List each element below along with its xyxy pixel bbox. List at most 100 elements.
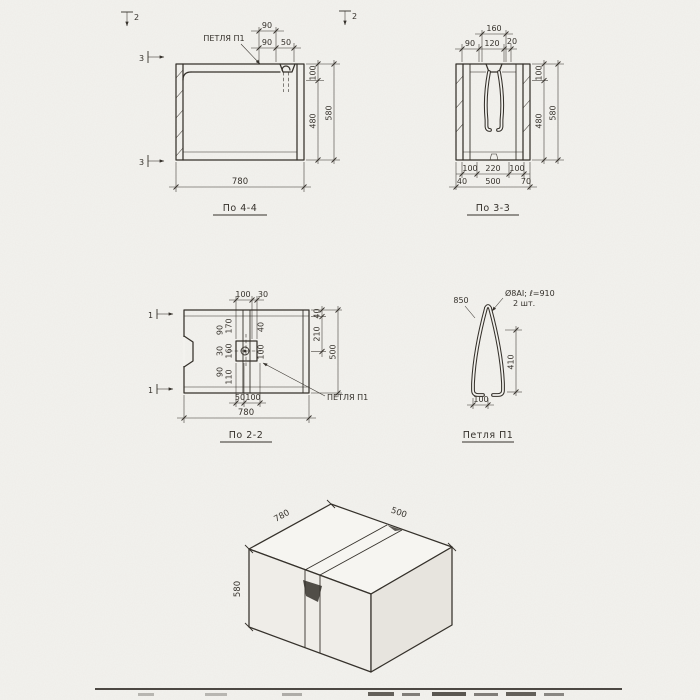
dim-label: 580 — [233, 581, 243, 597]
illegible-text-fragments — [138, 692, 564, 696]
bottom-notch — [489, 153, 499, 161]
loop-callout-4-4: ПЕТЛЯ П1 — [203, 34, 261, 65]
dim-label: 120 — [484, 39, 499, 48]
dim-label: 40 — [313, 308, 322, 318]
section-marker-2-left: 2 — [121, 11, 139, 27]
dim-right-3-3: 100 480 580 — [532, 60, 564, 164]
block-outline-4-4 — [175, 63, 305, 161]
keyway-hole-front — [303, 580, 322, 602]
dim-label: 110 — [225, 369, 234, 384]
dim-label: 220 — [485, 164, 500, 173]
section-4-4-view: 90 90 50 ПЕТЛЯ П1 100 480 580 — [121, 10, 357, 216]
dim-label: 170 — [225, 318, 234, 333]
section-marker-label: 2 — [134, 13, 139, 22]
loop-wire — [471, 304, 505, 397]
view-title: Петля П1 — [463, 430, 514, 441]
dim-label: 480 — [535, 113, 544, 128]
dim-label: 90 — [216, 325, 225, 335]
dim-label: 30 — [216, 346, 225, 356]
dim-bottom-3-3: 100 220 100 40 500 70 — [449, 162, 537, 190]
dim-label: 500 — [485, 177, 500, 186]
dim-label: 500 — [329, 344, 338, 359]
dim-label: 100 — [509, 164, 524, 173]
section-marker-3-top: 3 — [139, 51, 165, 63]
wall-hatching — [455, 75, 531, 133]
dim-label: 100 — [473, 395, 488, 404]
dim-top-2-2: 100 30 — [229, 290, 268, 339]
dim-label: 100 — [462, 164, 477, 173]
dim-label: 410 — [507, 354, 516, 369]
loop-p1-detail: 410 100 850 Ø8АI; ℓ=910 2 шт. Петля П1 — [453, 288, 555, 443]
dim-label: 70 — [521, 177, 531, 186]
view-title: По 2-2 — [229, 430, 264, 441]
loop-p1-section — [483, 70, 505, 132]
loop-p1-shape — [281, 65, 291, 71]
section-3-3-view: 160 90 120 20 100 480 — [449, 24, 564, 216]
dim-top-3-3: 160 90 120 20 — [455, 24, 517, 62]
dim-label: 100 — [535, 65, 544, 80]
section-marker-label: 3 — [139, 54, 144, 63]
keyway-notch — [485, 63, 503, 73]
dim-label: 90 — [262, 38, 272, 47]
dim-label: 100 — [309, 65, 318, 80]
keyway-notch — [279, 63, 296, 73]
loop-label: ПЕТЛЯ П1 — [327, 393, 368, 402]
dim-top-90: 90 90 50 — [251, 21, 301, 62]
section-2-2-view: 100 30 170 160 110 90 30 90 40 100 40 21… — [148, 290, 368, 443]
isometric-view: 780 500 580 — [233, 499, 457, 673]
dim-label: 90 — [216, 367, 225, 377]
dim-label: 50 — [235, 393, 245, 402]
dim-label: 850 — [453, 296, 468, 305]
dim-label: 780 — [238, 408, 254, 418]
view-title-3-3: По 3-3 — [467, 203, 519, 216]
dim-label: 30 — [258, 290, 268, 299]
rebar-spec: Ø8АI; ℓ=910 — [505, 288, 555, 298]
dim-label: 160 — [486, 24, 501, 33]
dim-bottom-4-4: 780 — [169, 162, 311, 192]
rebar-quantity: 2 шт. — [513, 299, 535, 308]
dim-label: 100 — [257, 344, 266, 359]
dim-label: 100 — [235, 290, 250, 299]
dim-loop-base: 100 — [467, 395, 494, 409]
dim-label: 210 — [313, 326, 322, 341]
dim-label: 20 — [507, 37, 517, 46]
dim-label: 580 — [549, 105, 558, 120]
dim-right-2-2: 40 210 500 — [311, 306, 342, 397]
side-keyway-notch — [183, 335, 194, 368]
dim-label: 90 — [262, 21, 272, 30]
dim-label: 580 — [325, 105, 334, 120]
block-outline-3-3 — [455, 63, 531, 161]
dim-inner-2-2: 170 160 110 90 30 90 40 100 — [216, 318, 266, 384]
view-title: По 3-3 — [476, 203, 511, 214]
dim-label: 50 — [281, 38, 291, 47]
dim-bottom-2-2: 50 100 780 — [177, 363, 316, 423]
dim-label: 160 — [225, 343, 234, 358]
section-marker-3-bottom: 3 — [139, 155, 165, 167]
dim-loop-height: 410 — [505, 326, 522, 396]
dim-right-4-4: 100 480 580 — [306, 60, 340, 164]
view-title-2-2: По 2-2 — [220, 430, 272, 443]
title-block-edge — [95, 688, 622, 696]
loop-label: ПЕТЛЯ П1 — [203, 34, 244, 43]
wall-hatching — [175, 69, 184, 157]
dim-label: 90 — [465, 39, 475, 48]
section-marker-2-right: 2 — [339, 10, 357, 26]
section-marker-1-bottom: 1 — [148, 384, 174, 395]
view-title: По 4-4 — [223, 203, 258, 214]
section-marker-label: 1 — [148, 311, 153, 320]
section-marker-label: 1 — [148, 386, 153, 395]
keyway-notch-top — [387, 525, 402, 531]
dim-label: 40 — [457, 177, 467, 186]
rebar-note: Ø8АI; ℓ=910 2 шт. — [491, 288, 555, 312]
dim-label: 100 — [245, 393, 260, 402]
dim-loop-length: 850 — [453, 296, 476, 319]
section-marker-1-top: 1 — [148, 309, 174, 320]
dim-label: 780 — [232, 177, 248, 187]
dim-label: 480 — [309, 113, 318, 128]
iso-dimensions: 780 500 580 — [233, 499, 457, 632]
view-title-loop: Петля П1 — [462, 430, 514, 443]
section-marker-label: 3 — [139, 158, 144, 167]
block-outline-2-2 — [182, 309, 310, 394]
